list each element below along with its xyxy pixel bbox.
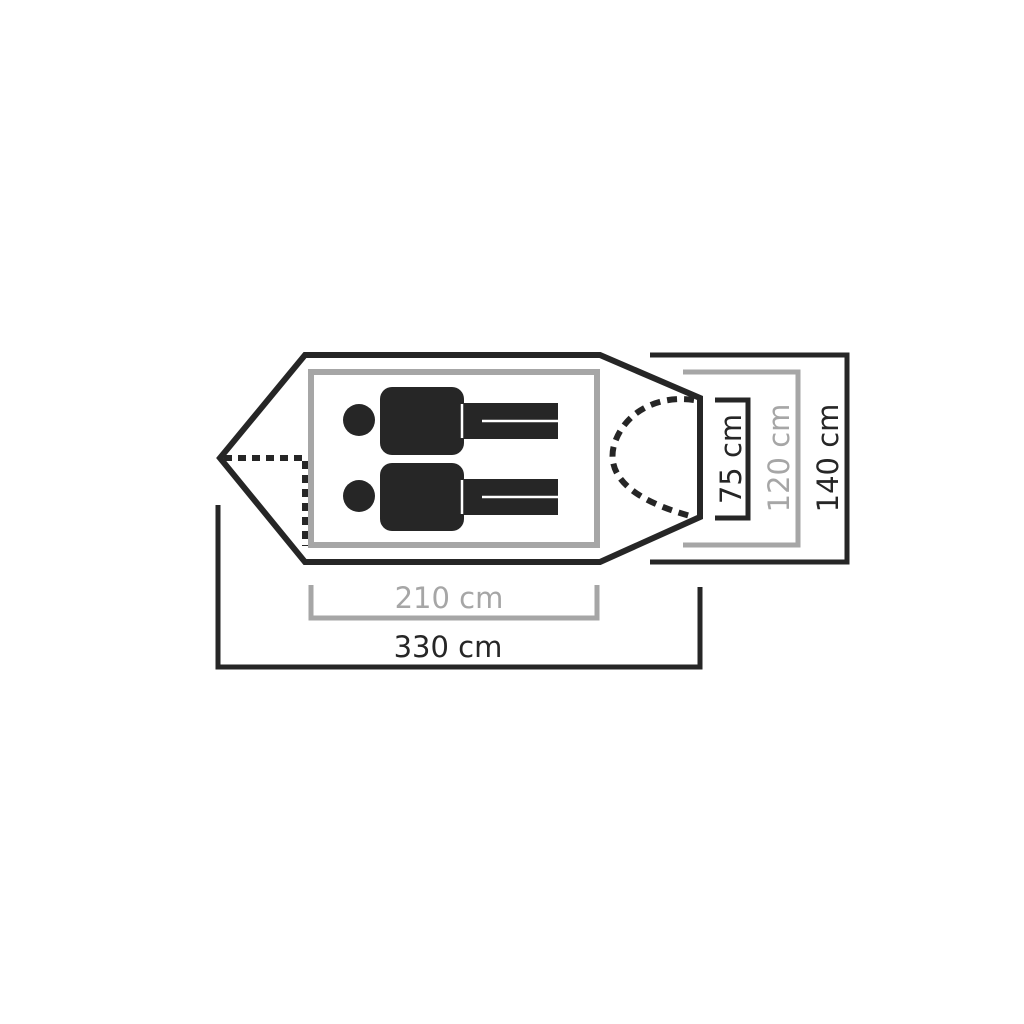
inner-width-bracket xyxy=(683,369,801,548)
total-length-label: 330 cm xyxy=(394,630,503,664)
total-width-label: 140 cm xyxy=(811,404,845,513)
vestibule-depth-label: 75 cm xyxy=(714,414,748,504)
inner-tent xyxy=(308,369,600,548)
vestibule-depth-bracket xyxy=(715,397,751,521)
tent-outline xyxy=(216,352,703,565)
total-length-bracket xyxy=(215,505,703,670)
person-icon xyxy=(343,387,560,455)
front-door-dashed xyxy=(609,396,695,520)
rear-pocket-dashed xyxy=(224,455,308,546)
inner-width-label: 120 cm xyxy=(762,404,796,513)
inner-length-bracket xyxy=(308,585,600,621)
total-width-bracket xyxy=(650,352,850,565)
person-icon xyxy=(343,463,560,531)
inner-length-label: 210 cm xyxy=(395,581,504,615)
